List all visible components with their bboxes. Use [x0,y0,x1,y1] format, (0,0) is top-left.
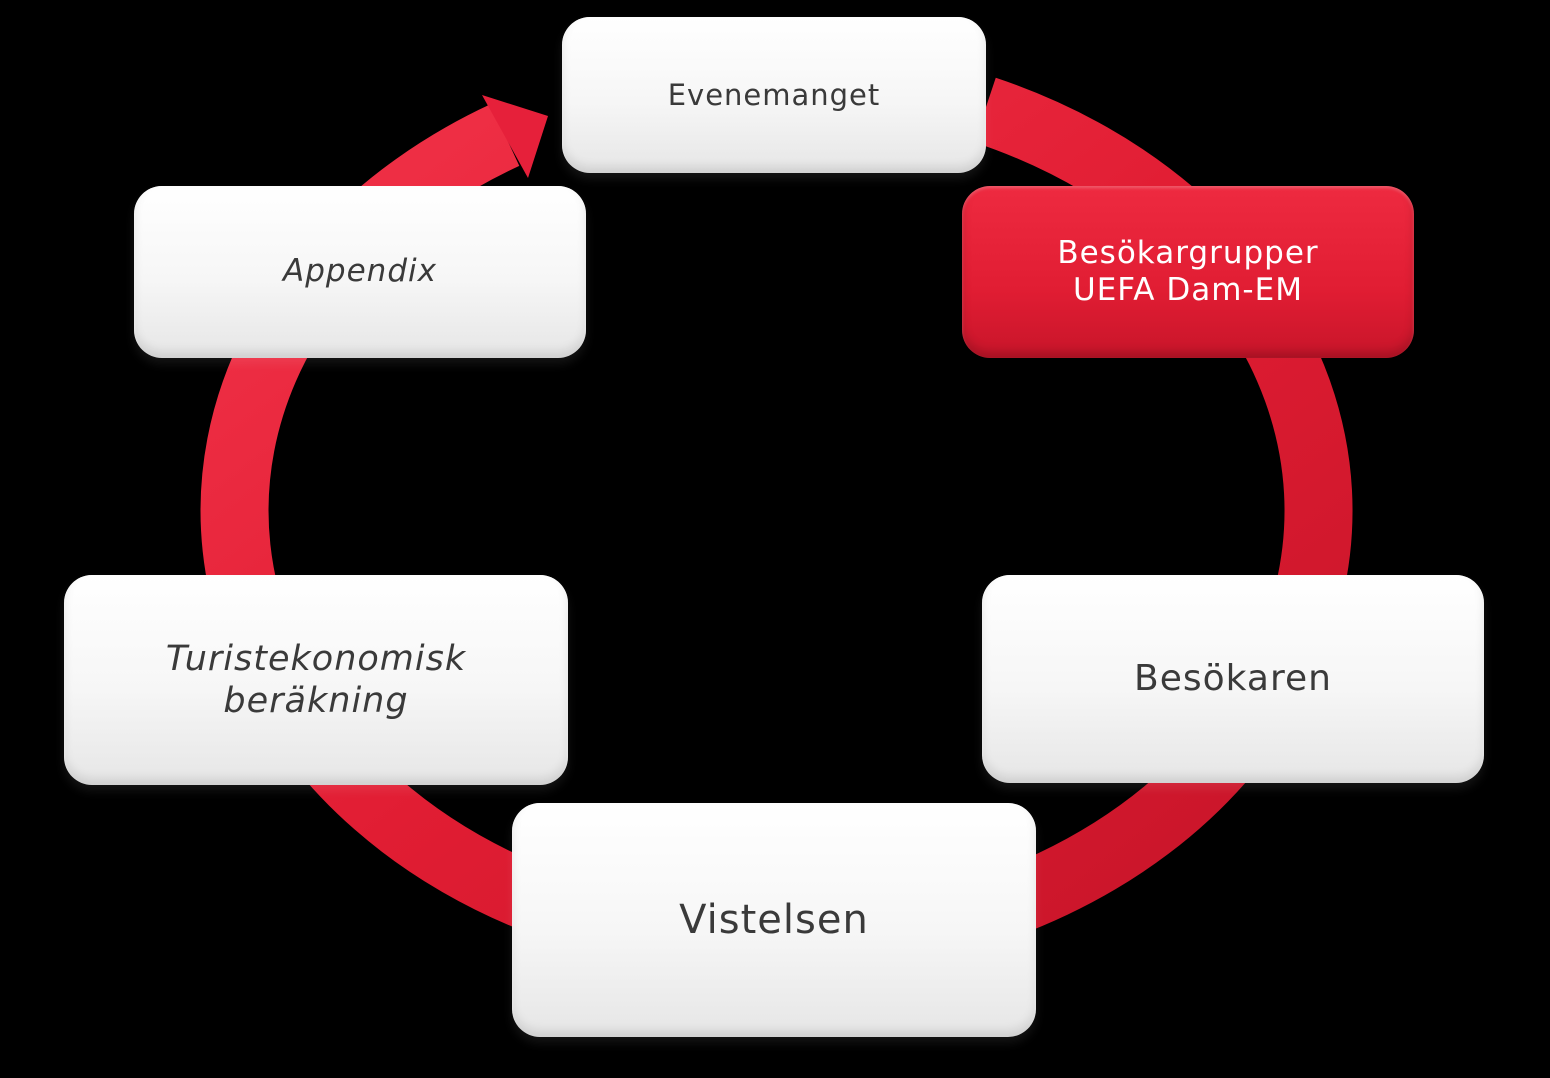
node-vistelsen[interactable]: Vistelsen [512,803,1036,1037]
node-besokargrupper[interactable]: Besökargrupper UEFA Dam-EM [962,186,1414,358]
node-label-line-1: Turistekonomisk [165,639,467,679]
node-besokaren[interactable]: Besökaren [982,575,1484,783]
node-evenemanget[interactable]: Evenemanget [562,17,986,173]
node-label: Besökaren [1134,658,1332,700]
arrow-head-icon [482,95,548,178]
node-appendix[interactable]: Appendix [134,186,586,358]
node-label: Evenemanget [667,77,881,112]
node-label-line-2: beräkning [223,681,409,721]
node-turistekonomisk-berakning[interactable]: Turistekonomisk beräkning [64,575,568,785]
node-label: Appendix [283,253,437,290]
node-label: Vistelsen [679,897,869,943]
node-label-line-2: UEFA Dam-EM [1073,272,1303,308]
node-label-line-1: Besökargrupper [1057,234,1319,271]
